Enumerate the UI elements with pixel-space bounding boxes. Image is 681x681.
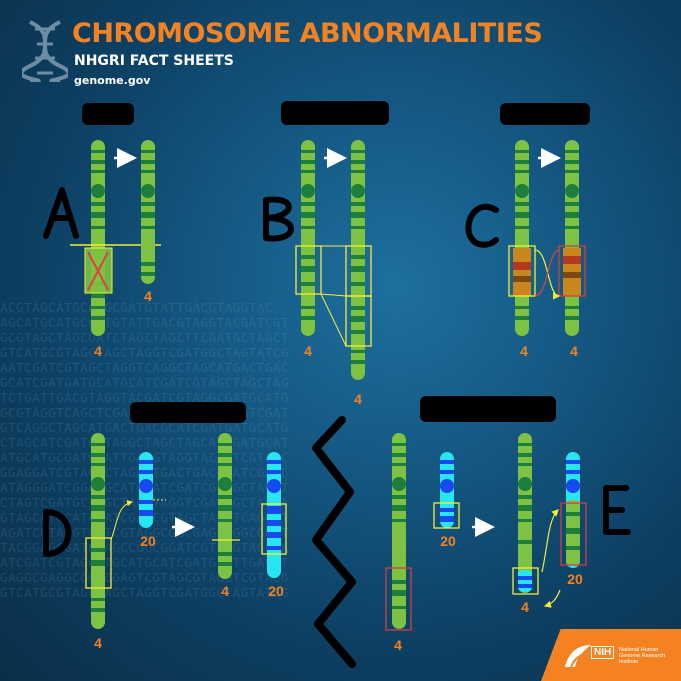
panel-a-label-1: 4 bbox=[94, 343, 102, 359]
handwritten-letter-d bbox=[43, 509, 72, 557]
panel-e: 4 20 4 bbox=[385, 433, 631, 653]
panel-c: 4 4 C bbox=[465, 140, 586, 359]
panel-d-label-4: 20 bbox=[268, 583, 284, 599]
dna-helix-logo bbox=[22, 20, 68, 82]
page-title: CHROMOSOME ABNORMALITIES bbox=[72, 18, 543, 49]
panel-a: 4 4 A bbox=[43, 140, 161, 359]
handwritten-letter-e bbox=[603, 485, 631, 535]
panel-e-label-2: 20 bbox=[440, 533, 456, 549]
nih-mark: NIH bbox=[591, 646, 615, 659]
nih-badge[interactable]: NIH National Human Genome Research Insti… bbox=[541, 629, 681, 681]
panel-e-label-1: 4 bbox=[394, 637, 402, 653]
panel-a-label-2: 4 bbox=[144, 288, 152, 304]
panel-c-label-2: 4 bbox=[570, 343, 578, 359]
handwritten-letter-c bbox=[465, 203, 499, 248]
panel-d-label-1: 4 bbox=[94, 635, 102, 651]
panel-d-label-2: 20 bbox=[140, 533, 156, 549]
handwritten-zigzag-divider bbox=[312, 416, 356, 668]
nih-logo-icon bbox=[565, 645, 592, 668]
handwritten-letter-a bbox=[43, 187, 79, 239]
panel-b-label-1: 4 bbox=[304, 343, 312, 359]
panel-e-label-3: 4 bbox=[521, 599, 529, 615]
panel-c-label-1: 4 bbox=[520, 343, 528, 359]
panel-d: 20 4 4 20 D bbox=[43, 433, 287, 651]
panel-e-label-4: 20 bbox=[567, 571, 583, 587]
panel-b: 4 4 B bbox=[263, 140, 372, 407]
institute-name: National Human Genome Research Institute bbox=[619, 647, 666, 665]
panel-b-label-2: 4 bbox=[354, 391, 362, 407]
redaction-marks bbox=[82, 101, 590, 423]
site-url[interactable]: genome.gov bbox=[74, 74, 151, 87]
handwritten-letter-b bbox=[263, 196, 294, 242]
page-subtitle: NHGRI FACT SHEETS bbox=[74, 53, 234, 69]
panel-d-label-3: 4 bbox=[221, 583, 229, 599]
